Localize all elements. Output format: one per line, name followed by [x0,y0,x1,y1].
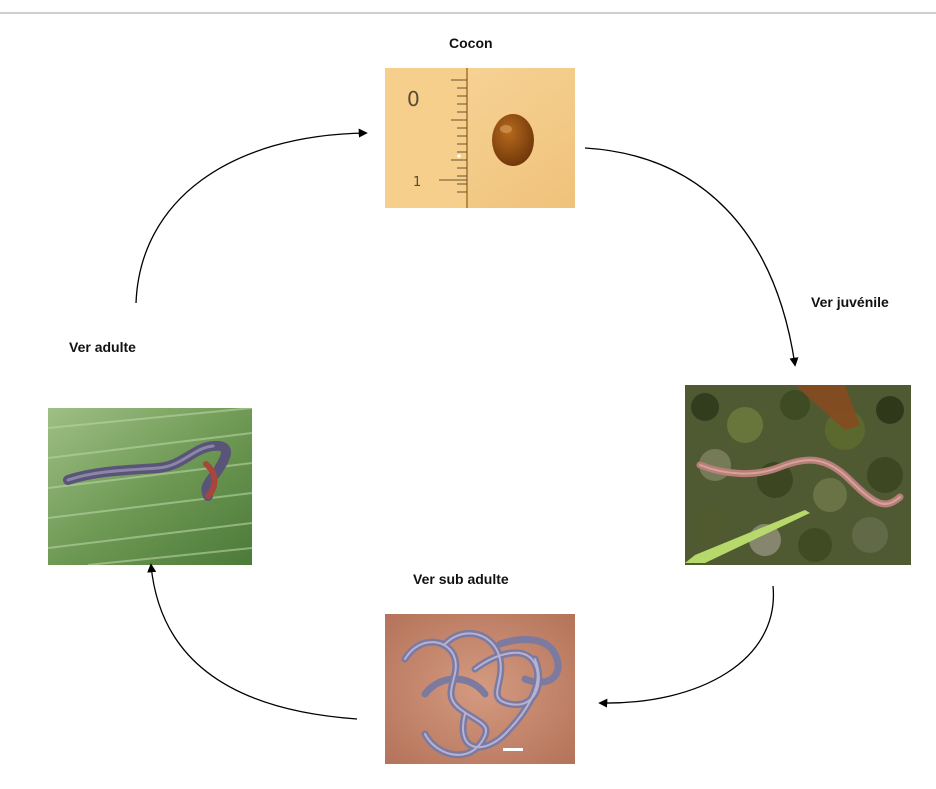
arrow-subadulte-to-adulte [151,565,357,719]
arrow-cocon-to-juvenile [585,148,795,365]
arrow-adulte-to-cocon [136,133,366,303]
arrow-juvenile-to-subadulte [600,586,773,703]
